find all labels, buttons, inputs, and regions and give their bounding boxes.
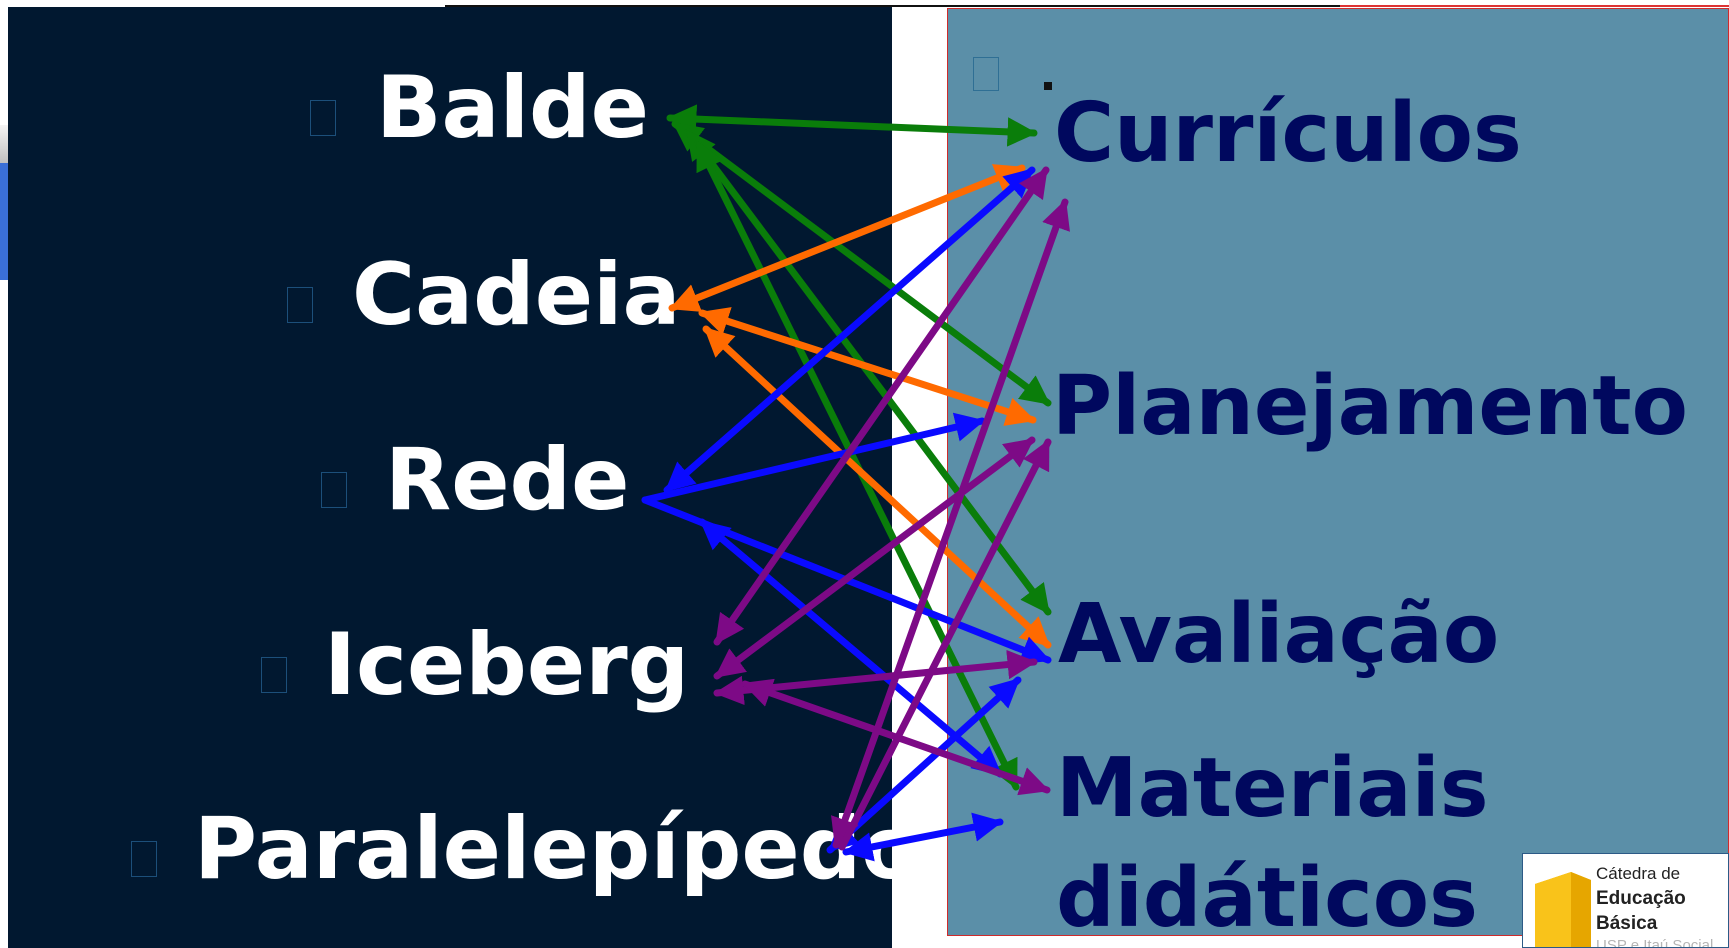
bullet-paralelepipedo-icon (131, 841, 157, 877)
term-didaticos: didáticos (1056, 851, 1478, 946)
term-paralelepipedo: Paralelepípedo (194, 799, 921, 899)
logo-line-1: Cátedra de (1596, 864, 1681, 883)
small-dot (1044, 82, 1052, 90)
term-materiais: Materiais (1056, 741, 1489, 836)
top-border (0, 0, 1729, 7)
arrow-paralelepipedo-planejamento (838, 438, 1052, 851)
logo-cube-icon (1535, 872, 1591, 947)
bullet-curriculos-icon (973, 57, 999, 91)
bullet-balde-icon (310, 100, 336, 136)
catedra-logo: Cátedra de Educação Básica USP e Itaú So… (1522, 853, 1729, 948)
arrow-cadeia-avaliacao (702, 325, 1052, 649)
term-balde: Balde (376, 58, 649, 158)
bullet-rede-icon (321, 472, 347, 508)
term-avaliacao: Avaliação (1058, 587, 1500, 682)
term-planejamento: Planejamento (1052, 359, 1688, 454)
logo-line-2: Educação (1596, 888, 1686, 909)
arrow-balde-curriculos (666, 104, 1038, 147)
top-border-red (1340, 5, 1729, 7)
term-curriculos: Currículos (1054, 86, 1522, 181)
arrow-paralelepipedo-curriculos (831, 198, 1070, 849)
logo-line-4: USP e Itaú Social (1596, 937, 1714, 948)
term-rede: Rede (385, 430, 630, 530)
bullet-iceberg-icon (261, 657, 287, 693)
arrow-paralelepipedo-materiais (842, 812, 1004, 862)
right-panel (947, 8, 1729, 936)
term-cadeia: Cadeia (352, 245, 681, 345)
bullet-cadeia-icon (287, 287, 313, 323)
logo-line-3: Básica (1596, 913, 1658, 934)
term-iceberg: Iceberg (324, 615, 690, 715)
top-border-dark (445, 5, 1340, 7)
